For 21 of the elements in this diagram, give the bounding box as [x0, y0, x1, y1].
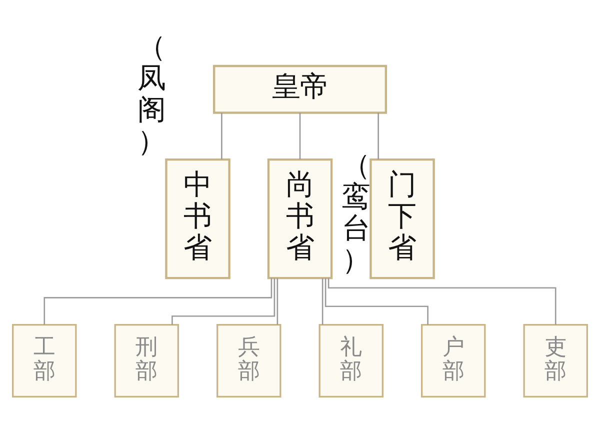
node-label: （凤阁）	[138, 29, 166, 158]
node-box: 门下省	[370, 158, 435, 279]
node-box: 中书省	[165, 158, 230, 279]
node-box: 吏部	[523, 324, 588, 397]
connector	[322, 278, 324, 324]
node-box: 户部	[421, 324, 486, 397]
node-box: 兵部	[216, 324, 282, 397]
node-box: 工部	[12, 324, 77, 397]
connector	[324, 278, 428, 324]
connector	[44, 278, 272, 324]
connector	[276, 278, 278, 324]
connector	[172, 278, 276, 324]
node-box: 皇帝	[212, 64, 388, 114]
node-box: 礼部	[318, 324, 384, 397]
connector	[221, 112, 222, 159]
connector	[328, 278, 556, 324]
connector	[378, 112, 379, 159]
connector	[299, 112, 301, 159]
node-label: （鸾台）	[342, 148, 370, 276]
node-box: 尚书省	[267, 158, 333, 279]
node-box: 刑部	[114, 324, 179, 397]
